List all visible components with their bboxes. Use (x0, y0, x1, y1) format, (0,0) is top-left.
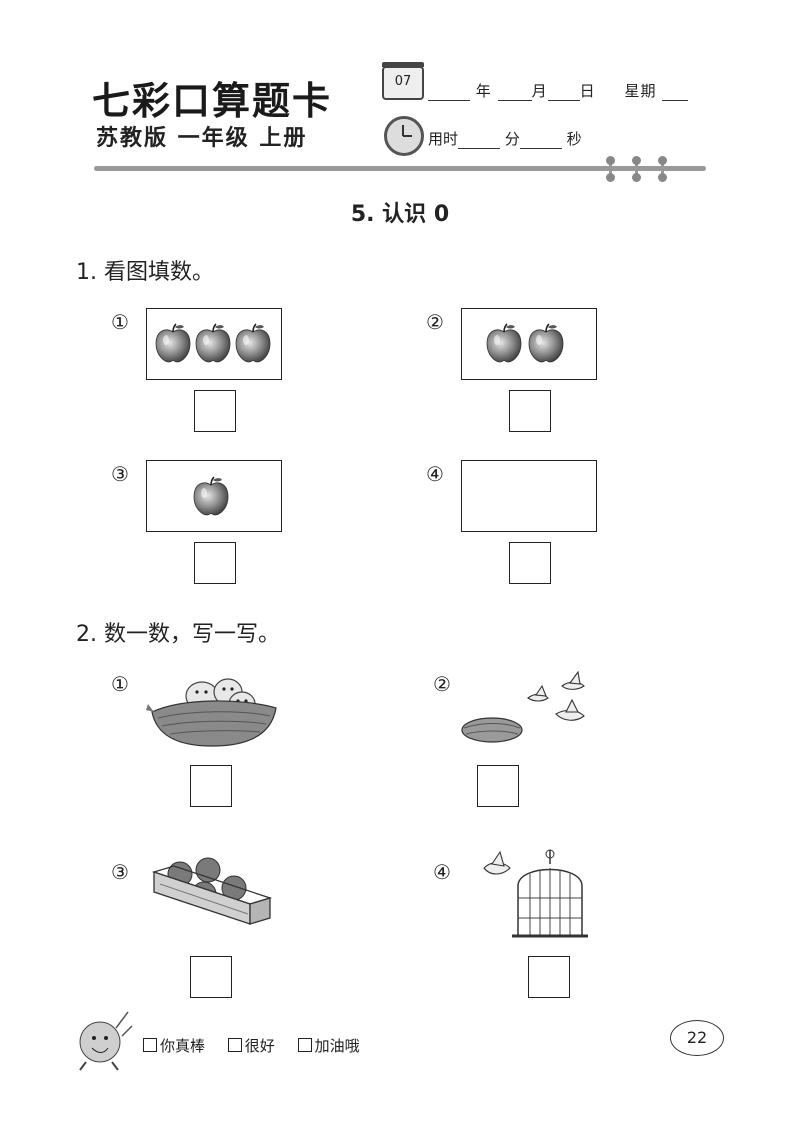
item-marker: ① (111, 672, 129, 696)
header-divider (94, 166, 706, 171)
apple-icon (155, 323, 191, 363)
month-blank[interactable] (497, 86, 532, 101)
answer-box-2-4[interactable] (528, 956, 570, 998)
clock-icon (384, 116, 424, 156)
item-marker: ② (433, 672, 451, 696)
answer-box-1-2[interactable] (509, 390, 551, 432)
weekday-blank[interactable] (662, 86, 689, 101)
apple-icon (486, 323, 522, 363)
rating-label: 加油哦 (314, 1037, 360, 1055)
divider-pin-icon (606, 156, 615, 182)
edition-label: 苏教版 一年级 上册 (96, 126, 308, 151)
page-number: 22 (670, 1020, 724, 1056)
apple-frame-1 (146, 308, 282, 380)
section2-heading: 2. 数一数，写一写。 (76, 622, 280, 647)
rating-option[interactable]: 很好 (227, 1037, 275, 1055)
item-marker: ③ (111, 462, 129, 486)
day-label: 日 (579, 82, 596, 100)
rating-options: 你真棒 很好 加油哦 (143, 1035, 378, 1056)
calendar-day: 07 (394, 74, 412, 89)
item-marker: ① (111, 310, 129, 334)
rating-option[interactable]: 你真棒 (143, 1037, 205, 1055)
answer-box-2-2[interactable] (477, 765, 519, 807)
cartoon-mascot-icon (79, 1011, 133, 1071)
nest-with-chicks-icon (146, 678, 277, 747)
empty-birdcage-icon (483, 849, 588, 938)
minutes-blank[interactable] (458, 134, 501, 149)
answer-box-2-3[interactable] (190, 956, 232, 998)
apple-icon (235, 323, 271, 363)
item-marker: ④ (426, 462, 444, 486)
date-line: 年 月 日 星期 (428, 80, 689, 101)
item-marker: ④ (433, 860, 451, 884)
answer-box-1-4[interactable] (509, 542, 551, 584)
answer-box-1-1[interactable] (194, 390, 236, 432)
apple-frame-2 (461, 308, 597, 380)
time-label: 用时 (428, 130, 459, 148)
lesson-title: 5. 认识 0 (350, 202, 450, 227)
month-label: 月 (531, 82, 548, 100)
year-label: 年 (475, 82, 492, 100)
apple-frame-3 (146, 460, 282, 532)
checkbox[interactable] (227, 1038, 242, 1052)
answer-box-2-1[interactable] (190, 765, 232, 807)
divider-pin-icon (632, 156, 641, 182)
section1-heading: 1. 看图填数。 (76, 260, 214, 285)
item-marker: ② (426, 310, 444, 334)
apple-icon (528, 323, 564, 363)
apple-frame-4 (461, 460, 597, 532)
rating-label: 很好 (244, 1037, 275, 1055)
rating-label: 你真棒 (160, 1037, 206, 1055)
empty-nest-birds-icon (461, 670, 585, 743)
seconds-label: 秒 (566, 130, 582, 148)
brand-title: 七彩口算题卡 (92, 78, 333, 123)
rating-option[interactable]: 加油哦 (297, 1037, 360, 1055)
apple-box-icon (151, 857, 273, 925)
year-blank[interactable] (428, 86, 470, 101)
item-marker: ③ (111, 860, 129, 884)
weekday-label: 星期 (624, 82, 657, 100)
time-line: 用时 分 秒 (428, 128, 582, 149)
seconds-blank[interactable] (519, 134, 562, 149)
divider-pin-icon (658, 156, 667, 182)
calendar-icon: 07 (382, 62, 424, 100)
apple-icon (193, 476, 229, 516)
checkbox[interactable] (143, 1038, 157, 1052)
apple-icon (195, 323, 231, 363)
answer-box-1-3[interactable] (194, 542, 236, 584)
checkbox[interactable] (297, 1038, 312, 1052)
minutes-label: 分 (504, 130, 520, 148)
day-blank[interactable] (547, 86, 580, 101)
